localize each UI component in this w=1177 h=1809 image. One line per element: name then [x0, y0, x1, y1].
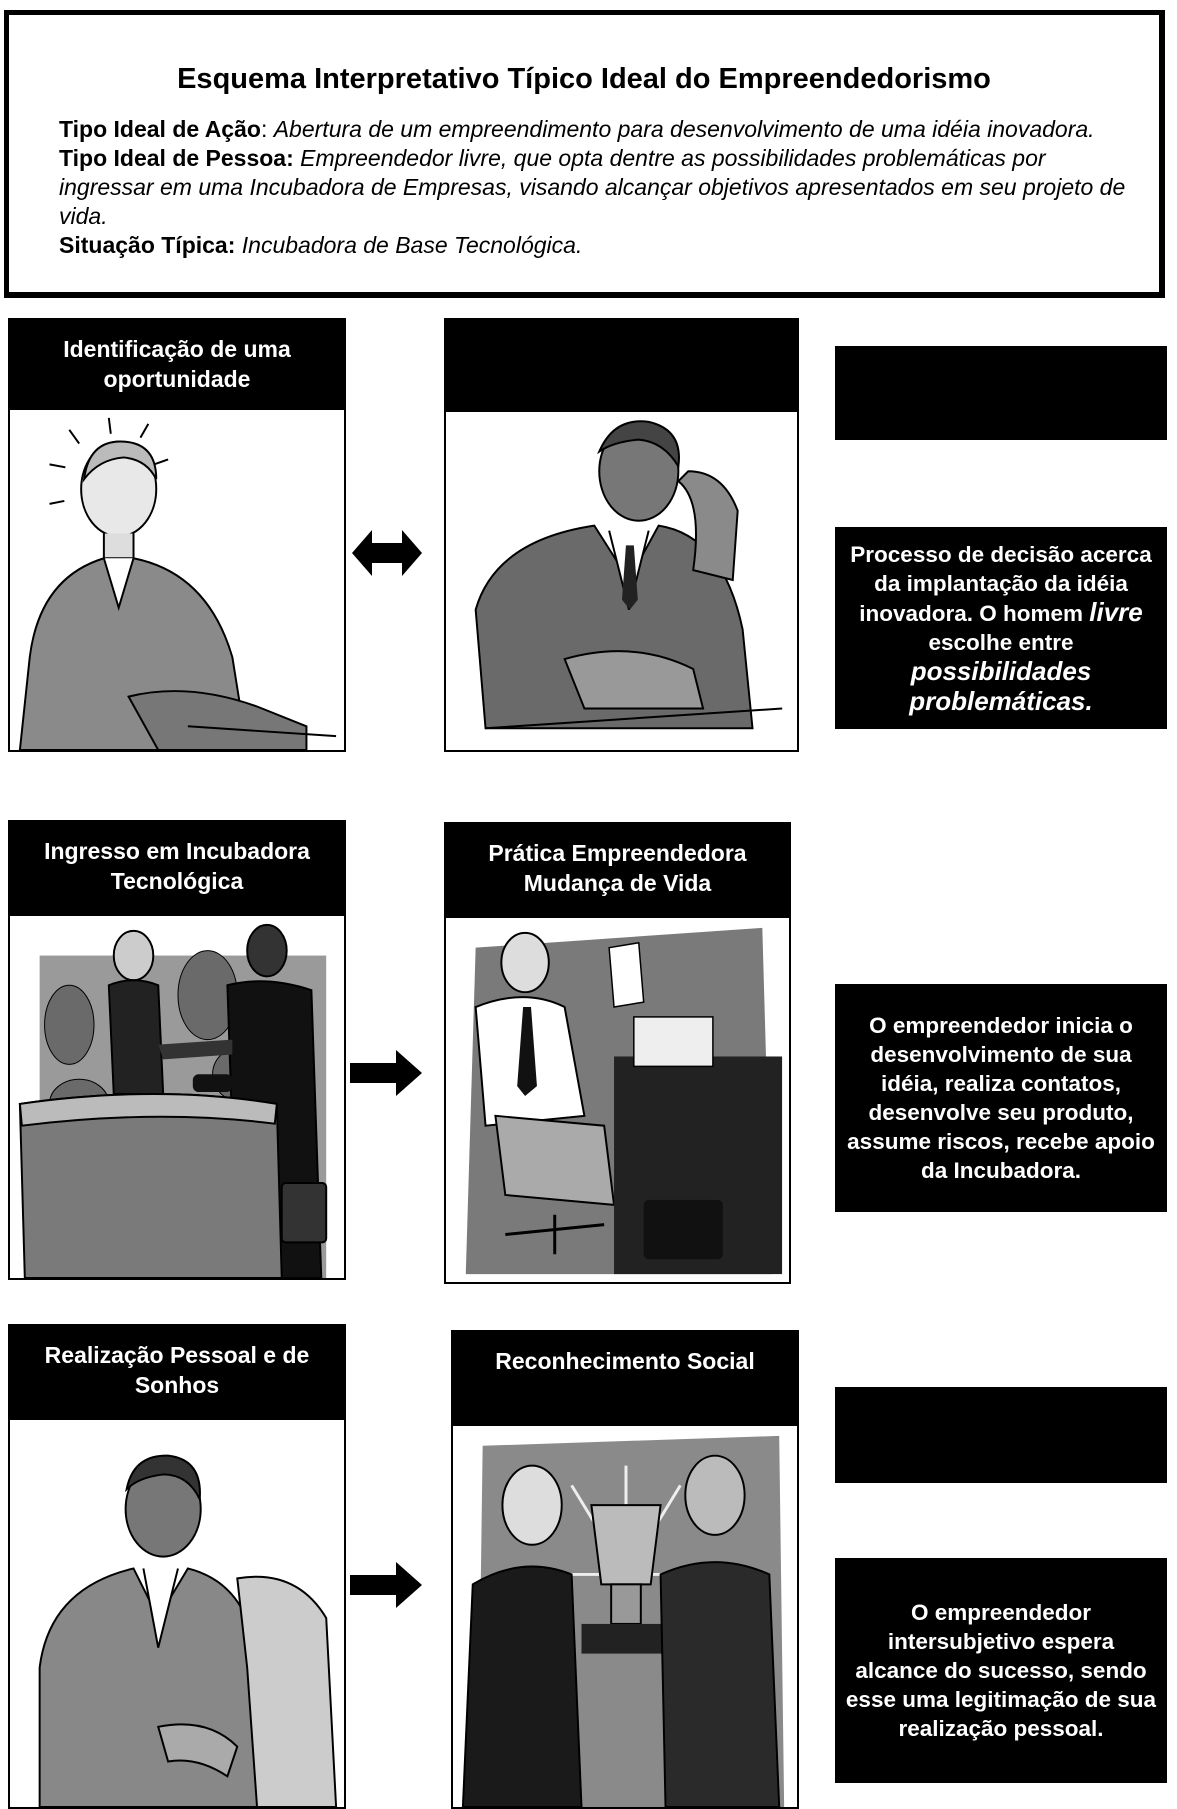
panel-identificacao: Identificação de uma oportunidade [8, 318, 346, 752]
panel-realizacao: Realização Pessoal e de Sonhos [8, 1324, 346, 1809]
side-text-livre: livre [1089, 596, 1143, 627]
man-at-computer-illustration [10, 1420, 344, 1807]
panel-reconhecimento: Reconhecimento Social [451, 1330, 799, 1809]
side-text-possibilidades: possibilidades problemáticas. [909, 655, 1093, 716]
panel-ingresso: Ingresso em Incubadora Tecnológica [8, 820, 346, 1280]
double-arrow-icon [352, 530, 422, 576]
scheme-title: Esquema Interpretativo Típico Ideal do E… [177, 63, 991, 95]
situacao-line: Situação Típica: Incubadora de Base Tecn… [59, 231, 1139, 260]
panel-ingresso-title: Ingresso em Incubadora Tecnológica [10, 822, 344, 916]
panel-reconhecimento-title: Reconhecimento Social [453, 1332, 797, 1426]
tipo-pessoa-line: Tipo Ideal de Pessoa: Empreendedor livre… [59, 144, 1139, 231]
side-box-blank-1 [835, 346, 1167, 440]
trophy-award-illustration [453, 1426, 797, 1807]
office-worker-illustration [446, 918, 789, 1282]
side-text-part-b: escolhe entre [928, 629, 1074, 655]
thinking-man-illustration [10, 410, 344, 750]
panel-decisao [444, 318, 799, 752]
panel-pratica: Prática Empreendedora Mudança de Vida [444, 822, 791, 1284]
side-box-pratica: O empreendedor inicia o desenvolvimento … [835, 984, 1167, 1212]
tipo-acao-text: Abertura de um empreendimento para desen… [273, 116, 1095, 142]
scheme-definitions: Tipo Ideal de Ação: Abertura de um empre… [59, 115, 1139, 260]
tipo-acao-label: Tipo Ideal de Ação [59, 116, 261, 142]
side-box-reconhecimento: O empreendedor intersubjetivo espera alc… [835, 1558, 1167, 1783]
reception-handshake-illustration [10, 916, 344, 1278]
panel-realizacao-title: Realização Pessoal e de Sonhos [10, 1326, 344, 1420]
right-arrow-icon [350, 1050, 422, 1096]
situacao-label: Situação Típica: [59, 232, 236, 258]
situacao-text: Incubadora de Base Tecnológica. [241, 232, 583, 258]
side-box-pratica-text: O empreendedor inicia o desenvolvimento … [847, 1013, 1155, 1183]
tipo-pessoa-text: Empreendedor livre, que opta dentre as p… [59, 145, 1126, 229]
side-text-part-a: Processo de decisão acerca da implantaçã… [850, 541, 1152, 626]
pondering-man-illustration [446, 412, 797, 750]
right-arrow-icon [350, 1562, 422, 1608]
tipo-acao-line: Tipo Ideal de Ação: Abertura de um empre… [59, 116, 1095, 142]
panel-identificacao-title: Identificação de uma oportunidade [10, 320, 344, 410]
side-box-reconhecimento-text: O empreendedor intersubjetivo espera alc… [845, 1600, 1157, 1741]
side-box-decisao: Processo de decisão acerca da implantaçã… [835, 527, 1167, 729]
panel-pratica-title: Prática Empreendedora Mudança de Vida [446, 824, 789, 918]
panel-decisao-title [446, 320, 797, 412]
side-box-decisao-text: Processo de decisão acerca da implantaçã… [845, 540, 1157, 717]
side-box-blank-2 [835, 1387, 1167, 1483]
tipo-pessoa-label: Tipo Ideal de Pessoa: [59, 145, 294, 171]
scheme-header-box: Esquema Interpretativo Típico Ideal do E… [4, 10, 1165, 298]
